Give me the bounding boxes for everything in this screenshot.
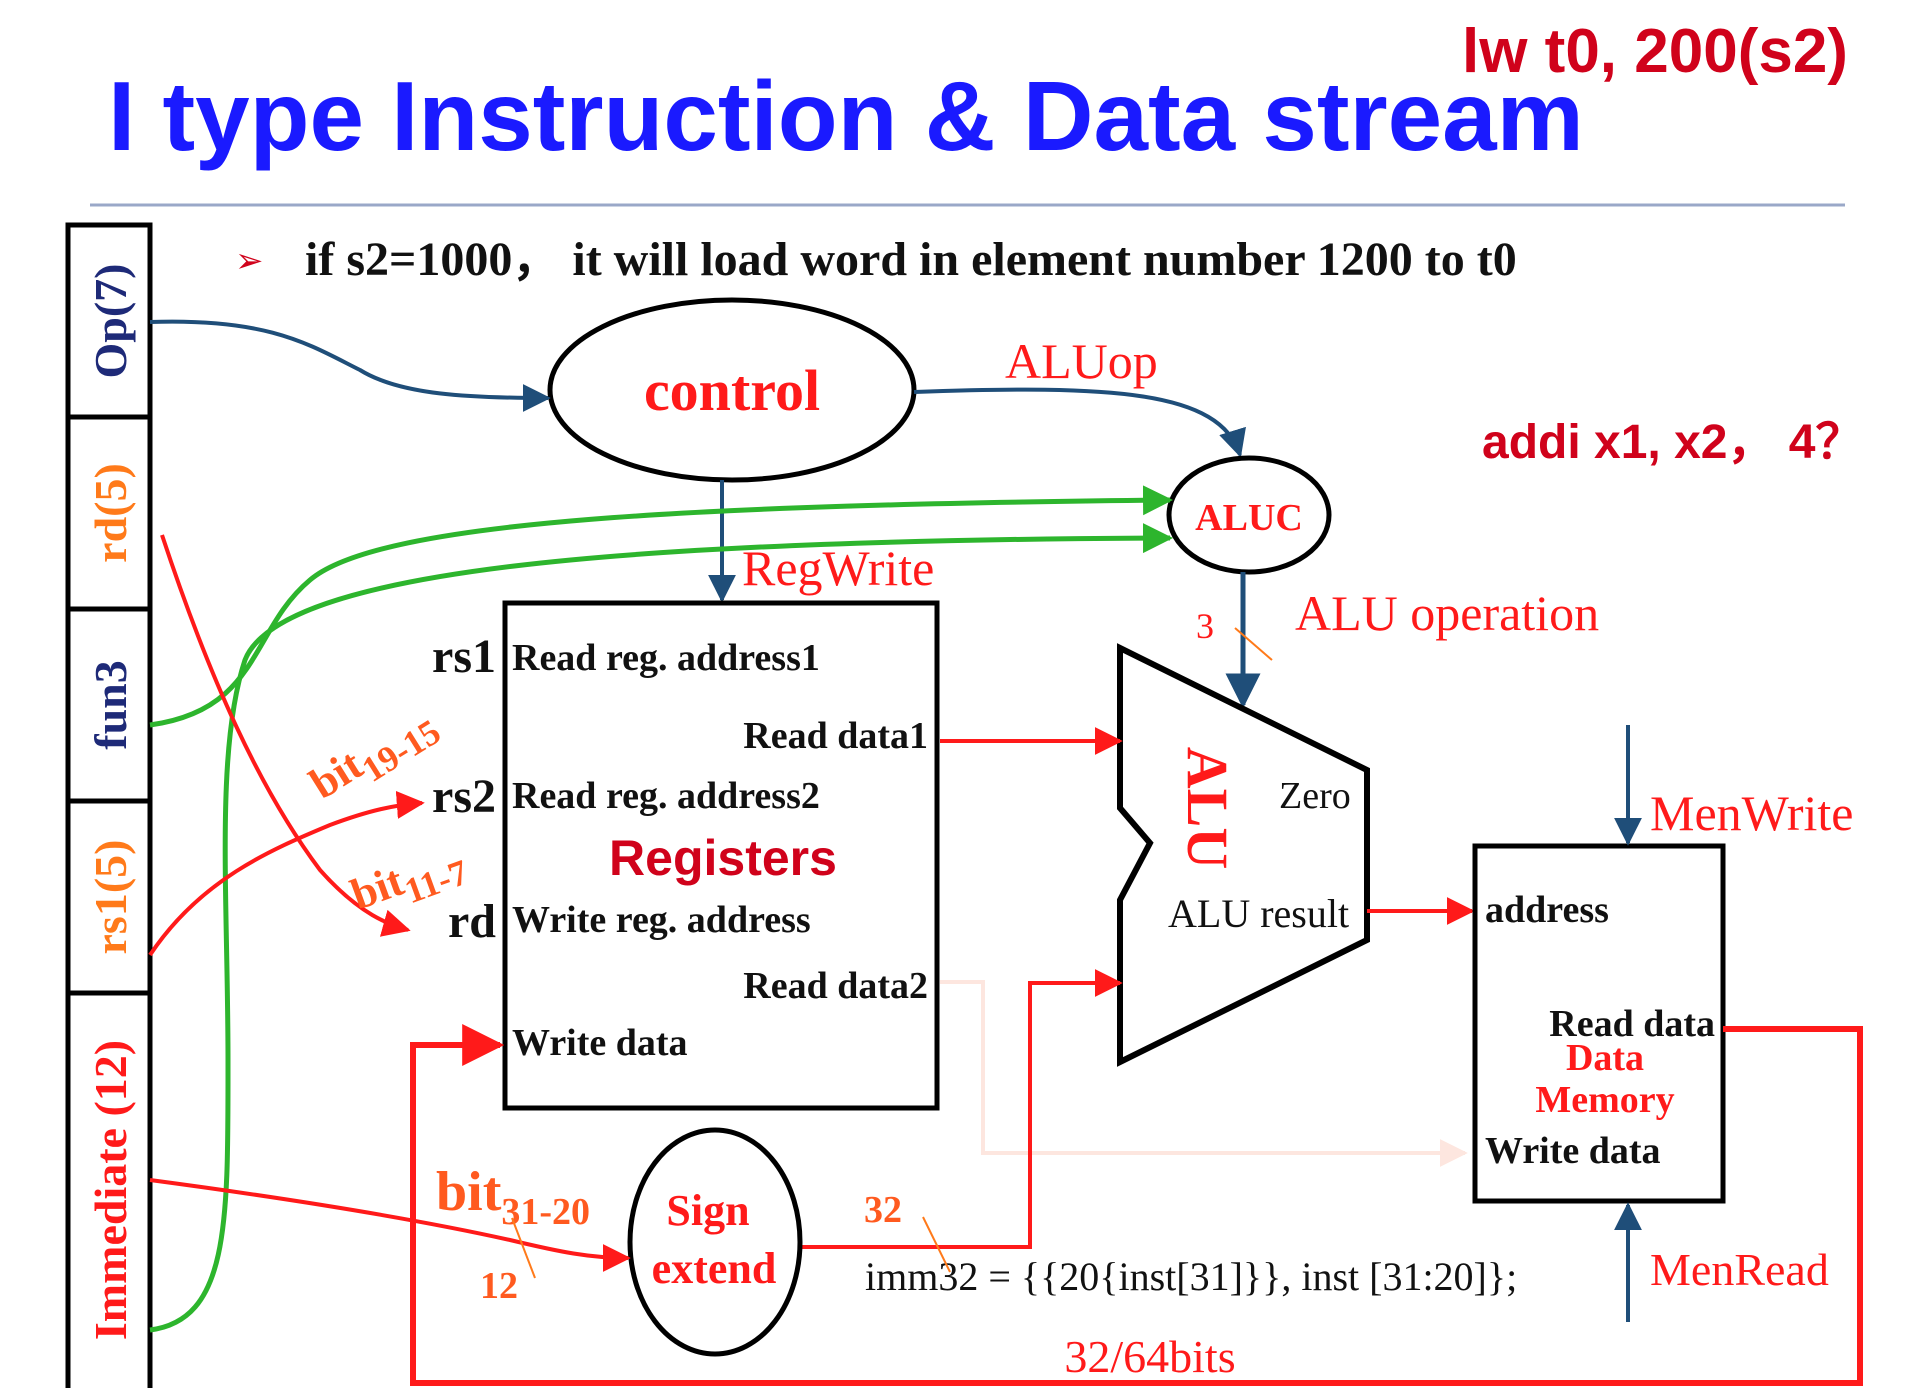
reg-read-data1: Read data1 bbox=[743, 715, 928, 757]
bullet-marker: ➢ bbox=[235, 243, 264, 280]
registers-title: Registers bbox=[609, 830, 837, 886]
width-slash-12 bbox=[511, 1217, 536, 1279]
wire-imm-signext bbox=[149, 1178, 631, 1272]
field-fun3 bbox=[65, 606, 153, 804]
memwrite-label: MenWrite bbox=[1650, 785, 1853, 841]
width-slash-32 bbox=[922, 1216, 951, 1273]
memread-label: MenRead bbox=[1650, 1244, 1829, 1295]
wire-signext-alu bbox=[800, 969, 1123, 1249]
aluop-label: ALUop bbox=[1005, 333, 1158, 389]
alu-label: ALU bbox=[1175, 747, 1240, 869]
control-label: control bbox=[644, 358, 820, 423]
alu-zero: Zero bbox=[1279, 775, 1351, 817]
bullet-text: if s2=1000， it will load word in element… bbox=[305, 233, 1517, 286]
field-imm bbox=[65, 990, 153, 1388]
reg-read-data2: Read data2 bbox=[743, 965, 928, 1007]
instruction-text: lw t0, 200(s2) bbox=[1462, 17, 1848, 86]
regwrite-label: RegWrite bbox=[742, 540, 934, 596]
wire-rd bbox=[160, 534, 411, 937]
writeback-width: 32/64bits bbox=[1064, 1331, 1235, 1382]
field-imm-label: Immediate (12) bbox=[85, 1040, 136, 1340]
mem-title-1: Data bbox=[1566, 1037, 1644, 1079]
svg-text:bit19-15: bit19-15 bbox=[301, 695, 447, 817]
width-slash-3 bbox=[1234, 627, 1273, 661]
sign-extend-unit bbox=[627, 1127, 803, 1357]
mem-read-data: Read data bbox=[1549, 1003, 1715, 1045]
imm-width: 12 bbox=[480, 1265, 518, 1307]
port-rd: rd bbox=[448, 895, 496, 948]
question-text: addi x1, x2， 4？ bbox=[1482, 416, 1864, 469]
reg-write-data: Write data bbox=[512, 1022, 688, 1064]
mem-title-2: Memory bbox=[1535, 1079, 1674, 1121]
field-fun3-label: fun3 bbox=[85, 660, 136, 749]
instruction-fields: Op(7) rd(5) fun3 rs1(5) Immediate (12) bbox=[65, 222, 153, 1388]
alu-result: ALU result bbox=[1168, 891, 1349, 936]
imm-formula: imm32 = {{20{inst[31]}}, inst [31:20]}; bbox=[865, 1254, 1517, 1299]
field-rs1-label: rs1(5) bbox=[85, 840, 136, 955]
reg-write-addr: Write reg. address bbox=[512, 899, 811, 941]
wire-op-control bbox=[149, 319, 551, 412]
reg-read-addr1: Read reg. address1 bbox=[512, 637, 820, 679]
data-memory-block bbox=[1472, 843, 1726, 1204]
rs1-bit-label: bit19-15 bbox=[301, 695, 447, 817]
mem-write-data: Write data bbox=[1485, 1130, 1661, 1172]
alu-operation-label: ALU operation bbox=[1295, 585, 1599, 641]
registers-block bbox=[502, 600, 940, 1111]
page-title: I type Instruction & Data stream bbox=[108, 61, 1584, 171]
alu-unit bbox=[1117, 643, 1370, 1067]
aluc-width: 3 bbox=[1196, 606, 1214, 646]
reg-read-addr2: Read reg. address2 bbox=[512, 775, 820, 817]
field-op-label: Op(7) bbox=[85, 264, 136, 379]
wire-rs1 bbox=[148, 790, 425, 957]
field-rd-label: rd(5) bbox=[85, 463, 136, 563]
sign-extend-line1: Sign bbox=[666, 1186, 749, 1235]
ext-width: 32 bbox=[864, 1189, 902, 1231]
wire-writeback bbox=[410, 1024, 1863, 1386]
sign-extend-line2: extend bbox=[652, 1244, 777, 1293]
port-rs1: rs1 bbox=[432, 630, 496, 683]
aluc-label: ALUC bbox=[1195, 497, 1303, 539]
field-op bbox=[65, 222, 153, 420]
port-rs2: rs2 bbox=[432, 770, 496, 823]
mem-address: address bbox=[1485, 889, 1609, 931]
wire-aluop bbox=[913, 387, 1246, 458]
wire-readdata2-mem bbox=[940, 980, 1468, 1167]
